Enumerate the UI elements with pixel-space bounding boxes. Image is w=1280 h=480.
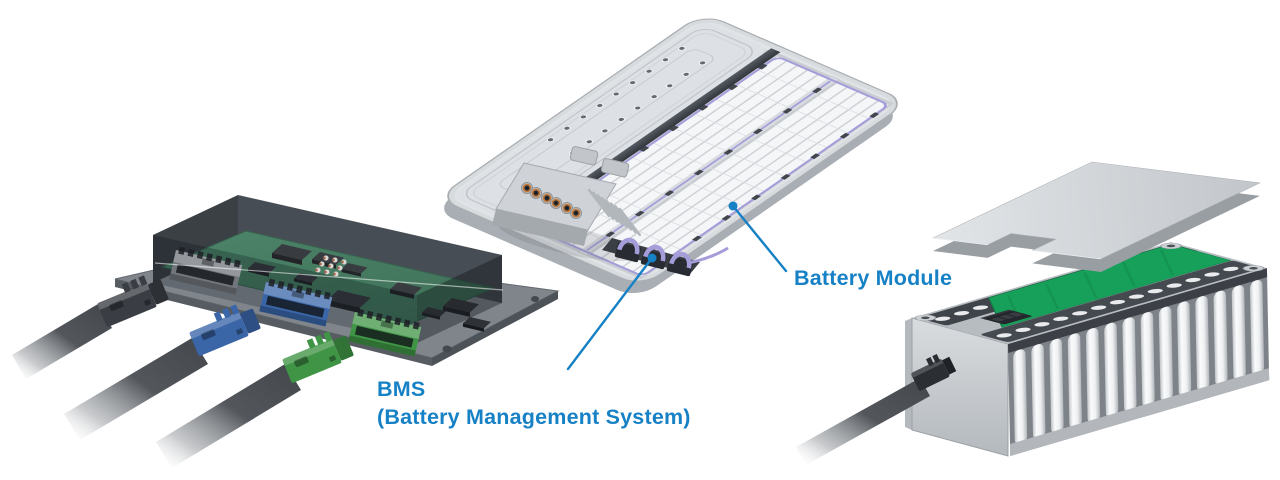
callout-battery-module: [728, 201, 788, 273]
block-fins: [587, 188, 641, 237]
module-cable: [796, 353, 957, 465]
callout-dot: [647, 253, 657, 263]
module-pcb-texture: [1006, 250, 1175, 321]
ribbon-cable-black: [12, 304, 112, 379]
battery-module-rows: [530, 56, 890, 277]
annotations: Battery Module BMS (Battery Management S…: [377, 201, 952, 429]
ribbon-cable-green: [156, 364, 301, 468]
hv-terminals: [521, 182, 582, 219]
callout-line: [731, 204, 788, 273]
hv-connector-block: [492, 146, 641, 262]
module-cable-head: [910, 353, 957, 391]
cell-contact-row-front: [981, 261, 1259, 342]
bms-cover-highlight: [154, 262, 504, 291]
module-board-connector: [980, 309, 1032, 325]
bms-right-wall: [417, 255, 502, 343]
module-cable-ribbon: [796, 378, 930, 465]
bms-unit-illustration: [12, 195, 560, 468]
label-bms-full: (Battery Management System): [377, 405, 691, 429]
bms-top-cover: [153, 195, 502, 295]
label-bms: BMS: [377, 377, 425, 401]
battery-pack-illustration: [444, 18, 898, 294]
module-cell-array: [1008, 268, 1270, 456]
callout-bms: [566, 253, 657, 371]
callout-line: [566, 256, 654, 371]
cover-bolts: [546, 46, 707, 156]
callout-dot: [728, 201, 738, 211]
module-deck: [912, 242, 1267, 344]
module-lid: [932, 161, 1261, 272]
bms-cables: [12, 269, 355, 468]
ribbon-cable-blue: [64, 338, 208, 440]
battery-module-illustration: [796, 161, 1270, 465]
module-corner-posts: [914, 242, 1265, 321]
label-battery-module: Battery Module: [794, 266, 952, 290]
